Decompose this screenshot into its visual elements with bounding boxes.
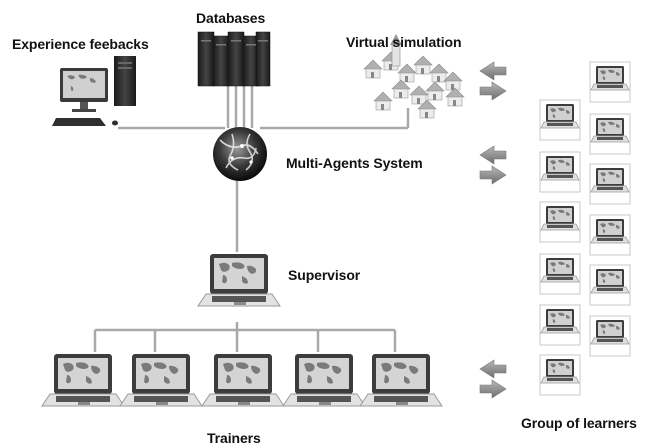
database-servers (197, 31, 271, 87)
multi-agents-sphere (213, 127, 267, 181)
label-multi-agents-system: Multi-Agents System (286, 155, 423, 171)
virtual-simulation-town (363, 34, 465, 119)
exchange-arrows (479, 61, 507, 399)
label-experience-feedbacks: Experience feebacks (12, 36, 149, 52)
trainer-laptops (41, 353, 443, 407)
connector-lines (93, 86, 410, 352)
supervisor-laptop (197, 253, 281, 307)
label-databases: Databases (196, 10, 266, 26)
experience-feedbacks-workstation (52, 56, 136, 126)
label-supervisor: Supervisor (288, 267, 361, 283)
label-virtual-simulation: Virtual simulation (346, 34, 462, 50)
learner-laptops (539, 61, 631, 396)
label-trainers: Trainers (207, 430, 261, 446)
label-group-of-learners: Group of learners (521, 415, 637, 431)
